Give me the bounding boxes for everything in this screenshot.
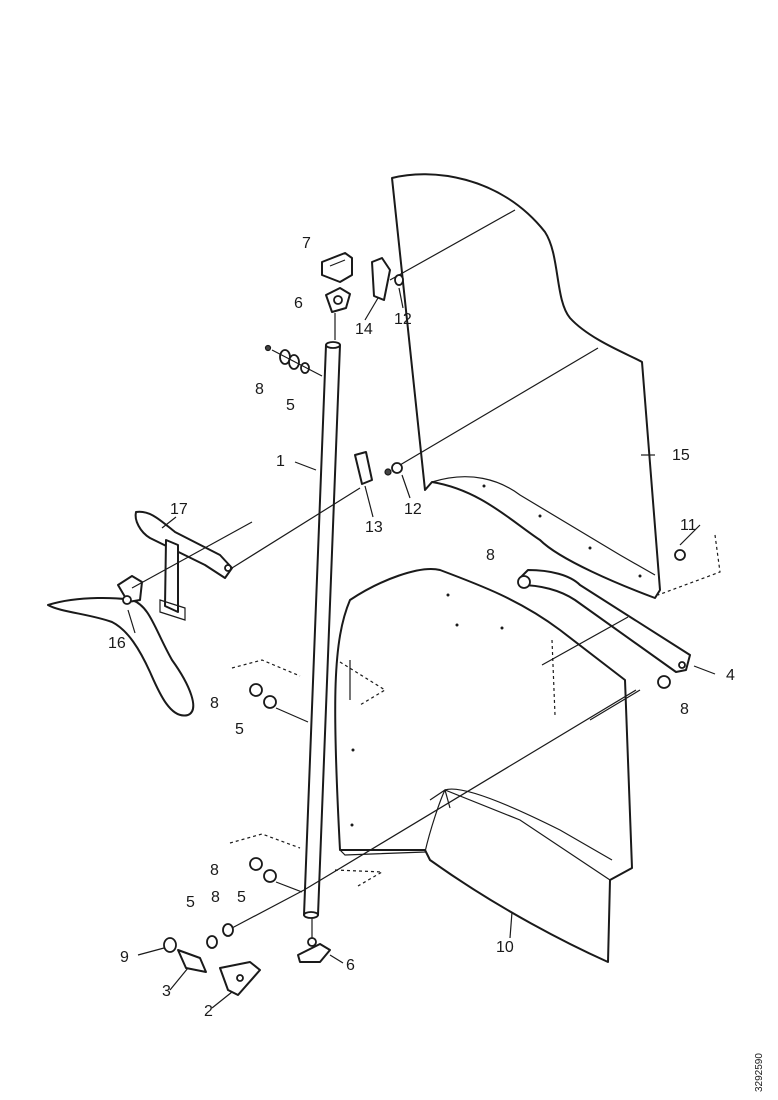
callout-13: 13 — [365, 519, 383, 536]
leader-lines — [127, 287, 716, 1009]
callout-14: 14 — [355, 321, 373, 338]
bushing-6-bottom — [297, 918, 331, 963]
callout-11: 11 — [680, 517, 697, 534]
callout-8-bottom: 8 — [211, 889, 220, 906]
callout-2: 2 — [204, 1003, 213, 1020]
bracket-13 — [354, 451, 403, 485]
callout-6-top: 6 — [294, 295, 303, 312]
hardware-stack-top — [264, 344, 323, 377]
bracket-14 — [371, 257, 404, 301]
figure-code: 3292590 — [754, 1053, 765, 1092]
rod-4 — [517, 569, 691, 689]
vertical-post-1 — [303, 341, 341, 919]
fastener-11 — [674, 549, 686, 561]
bushing-6-top — [325, 287, 351, 340]
callout-8-top: 8 — [255, 381, 264, 398]
callout-4: 4 — [726, 667, 735, 684]
callout-17: 17 — [170, 501, 188, 518]
hinge-arm-16 — [47, 575, 195, 717]
callout-8-right: 8 — [680, 701, 689, 718]
callout-12-top: 12 — [394, 311, 412, 328]
callout-9: 9 — [120, 949, 129, 966]
callout-7: 7 — [302, 235, 311, 252]
bracket-17 — [134, 510, 233, 621]
callout-3: 3 — [162, 983, 171, 1000]
callout-5-top: 5 — [286, 397, 295, 414]
alignment-lines — [131, 209, 721, 887]
callout-8-rod: 8 — [486, 547, 495, 564]
top-bracket-7 — [321, 252, 353, 283]
callout-5-low: 5 — [237, 889, 246, 906]
callout-8-low: 8 — [210, 862, 219, 879]
callout-1: 1 — [276, 453, 285, 470]
callouts: 1 2 3 4 5 5 5 5 6 6 7 8 8 8 8 8 8 9 10 1… — [108, 235, 735, 1020]
hardware-stack-low — [229, 833, 303, 893]
callout-10: 10 — [496, 939, 514, 956]
callout-12-mid: 12 — [404, 501, 422, 518]
lower-panel-10 — [334, 568, 633, 963]
hinge-assembly-bottom-left — [163, 689, 637, 996]
callout-16: 16 — [108, 635, 126, 652]
callout-5-bottom: 5 — [186, 894, 195, 911]
callout-5-mid: 5 — [235, 721, 244, 738]
hardware-stack-mid — [231, 659, 309, 723]
callout-15: 15 — [672, 447, 690, 464]
callout-6-bottom: 6 — [346, 957, 355, 974]
callout-8-mid: 8 — [210, 695, 219, 712]
upper-panel-15 — [391, 173, 661, 599]
